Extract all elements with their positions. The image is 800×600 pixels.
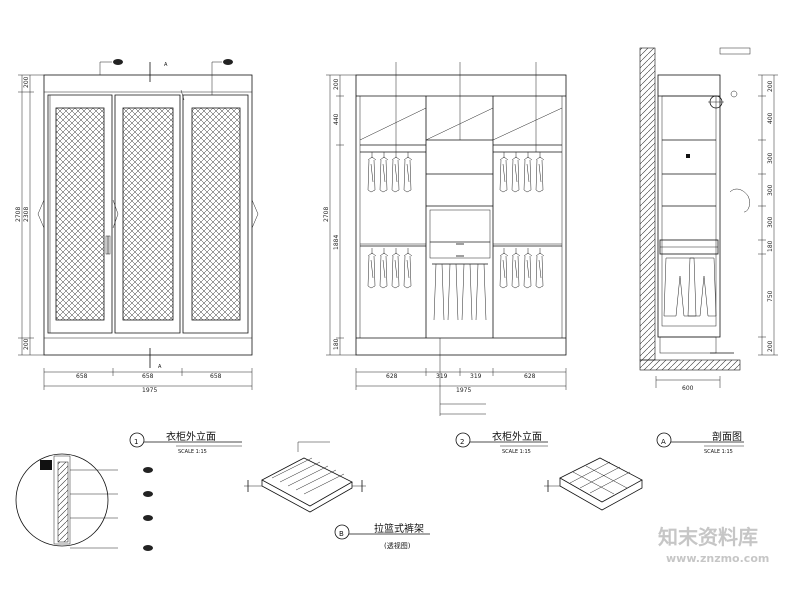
svg-text:628: 628 [524,373,536,380]
svg-text:440: 440 [333,113,340,125]
svg-text:400: 400 [767,112,774,124]
basket-trouser-rack: B 拉篮式裤架 (透视图) [244,441,430,550]
svg-text:2308: 2308 [23,207,30,222]
door-middle [105,94,181,334]
view-scale: SCALE 1:15 [178,449,207,455]
svg-text:180: 180 [333,338,340,350]
svg-text:200: 200 [767,340,774,352]
view-section: 200 400 300 300 300 180 750 200 600 A 剖面… [639,47,778,455]
wardrobe-outline [43,74,253,356]
detail-callout [15,453,153,551]
section-label-top: A [164,62,168,68]
svg-text:658: 658 [210,373,222,380]
svg-text:1975: 1975 [142,387,157,394]
svg-text:知末资料库: 知末资料库 [658,525,758,549]
view-number-circle [129,432,145,448]
svg-text:www.znzmo.com: www.znzmo.com [666,552,769,565]
grid-drawer [544,457,643,511]
svg-text:2708: 2708 [323,207,330,222]
svg-text:319: 319 [436,373,448,380]
svg-text:200: 200 [23,76,30,88]
wall-hatch [639,47,656,361]
svg-text:2708: 2708 [15,207,22,222]
svg-text:658: 658 [76,373,88,380]
view-subtitle: (透视图) [384,541,411,550]
watermark: 知末资料库 www.znzmo.com [650,516,795,572]
svg-text:1884: 1884 [333,235,340,250]
door-left [47,94,113,334]
svg-text:600: 600 [682,385,694,392]
view-scale: SCALE 1:15 [704,449,733,455]
view-scale: SCALE 1:15 [502,449,531,455]
svg-text:200: 200 [767,80,774,92]
svg-text:200: 200 [333,78,340,90]
trouser-rack [432,263,488,321]
view-title: 衣柜外立面 [492,430,542,443]
floor-hatch [639,359,741,371]
svg-text:750: 750 [767,290,774,302]
svg-text:1975: 1975 [456,387,471,394]
section-label-bottom: A [158,364,162,370]
svg-text:A: A [661,438,666,446]
view-title: 拉篮式裤架 [374,522,424,535]
svg-text:319: 319 [470,373,482,380]
view-interior-elevation: 200 440 1884 180 2708 628 319 319 628 19… [323,62,567,455]
svg-text:300: 300 [767,216,774,228]
svg-text:1: 1 [134,438,138,446]
svg-text:2: 2 [460,438,464,446]
view-title: 剖面图 [712,430,742,443]
svg-text:B: B [339,530,344,538]
svg-text:180: 180 [767,240,774,252]
view-title: 衣柜外立面 [166,430,216,443]
svg-text:200: 200 [23,338,30,350]
svg-text:628: 628 [386,373,398,380]
view-exterior-elevation: A A 200 2308 200 2708 658 658 658 1975 1 [15,59,259,455]
svg-text:658: 658 [142,373,154,380]
svg-text:300: 300 [767,184,774,196]
wardrobe-carcass [355,74,567,356]
svg-text:300: 300 [767,152,774,164]
door-right [182,94,249,334]
